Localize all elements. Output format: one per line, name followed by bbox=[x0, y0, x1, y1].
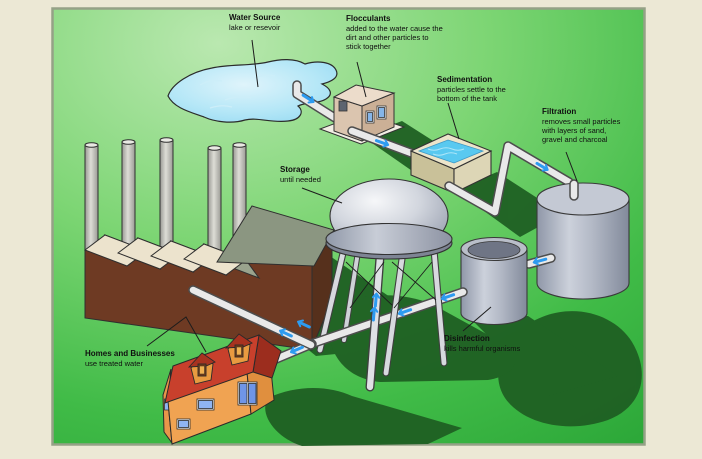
disinfection-tank bbox=[460, 236, 528, 326]
flocculants-windows bbox=[338, 100, 387, 124]
disinfection-open-top bbox=[467, 241, 521, 259]
flocculants-roof bbox=[332, 84, 396, 107]
storage-disc bbox=[325, 222, 453, 256]
label-leader-lines bbox=[146, 39, 578, 353]
sedimentation-tank bbox=[409, 133, 493, 194]
house-dormers bbox=[187, 333, 253, 385]
sedimentation-water-waves bbox=[427, 147, 465, 156]
tower-standpipe bbox=[366, 253, 384, 391]
factory-sawtooth-roof bbox=[83, 233, 261, 280]
filtration-tank bbox=[536, 179, 630, 300]
house bbox=[162, 333, 282, 445]
pipe-lake-to-flocculants bbox=[292, 80, 356, 133]
factory bbox=[83, 137, 335, 351]
tower-rear-legs bbox=[316, 245, 361, 354]
sedimentation-water bbox=[417, 139, 485, 164]
house-windows-door bbox=[176, 381, 258, 430]
tower-cross-braces bbox=[345, 261, 437, 309]
tower-front-legs bbox=[365, 246, 448, 392]
